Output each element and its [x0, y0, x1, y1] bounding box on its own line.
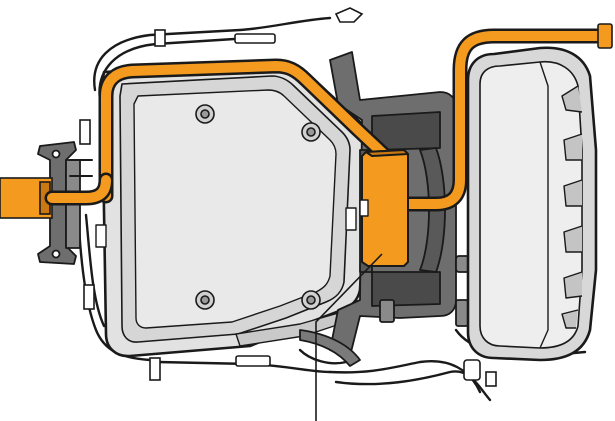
wire-clips [79, 7, 497, 387]
orange-tube [44, 28, 612, 212]
screw-bosses [195, 104, 321, 310]
main-housing [95, 60, 370, 358]
highlighted-module [359, 149, 409, 267]
right-cover [466, 46, 598, 362]
callout-leader-line [315, 253, 383, 421]
left-orange-stub [0, 177, 53, 219]
tube-end-cap [597, 23, 613, 49]
